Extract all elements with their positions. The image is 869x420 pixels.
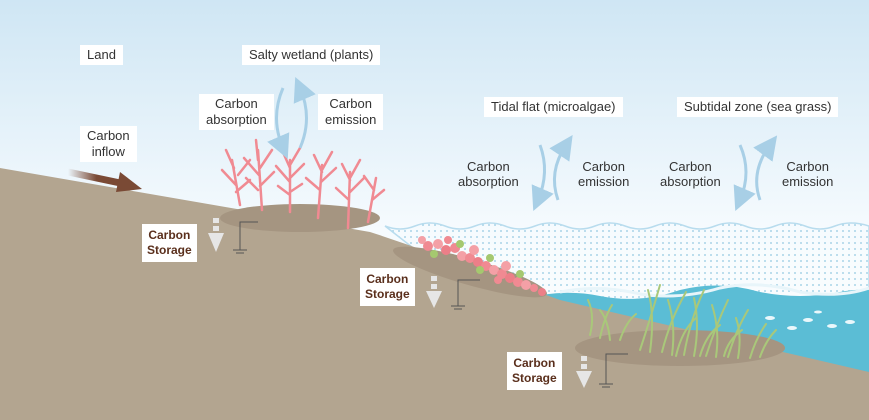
subtidal-absorption-label: Carbon absorption xyxy=(660,159,721,189)
tidal-cycle-arrows xyxy=(531,135,573,212)
wetland-emission-label: Carbon emission xyxy=(318,94,384,130)
subtidal-cycle-arrows xyxy=(733,135,778,212)
sea-grass xyxy=(587,284,777,359)
tidal-storage-label: Carbon Storage xyxy=(360,268,415,306)
subtidal-storage-label: Carbon Storage xyxy=(507,352,562,390)
storage-arrow-subtidal xyxy=(576,356,592,388)
storage-arrow-tidal xyxy=(426,276,442,308)
land-label: Land xyxy=(80,45,123,65)
microalgae-cluster xyxy=(418,236,546,296)
carbon-inflow-arrow xyxy=(67,168,142,192)
storage-probe-wetland xyxy=(233,221,258,254)
salty-wetland-label: Salty wetland (plants) xyxy=(242,45,381,65)
wetland-plants xyxy=(220,138,386,230)
fish xyxy=(765,310,855,330)
tidal-emission-label: Carbon emission xyxy=(578,159,630,189)
storage-probe-subtidal xyxy=(599,353,628,388)
tidal-shadow xyxy=(393,246,547,298)
subtidal-zone-label: Subtidal zone (sea grass) xyxy=(677,97,839,117)
wetland-cycle-arrows xyxy=(267,76,316,160)
storage-probe-tidal xyxy=(451,279,480,310)
storage-arrow-wetland xyxy=(208,218,224,252)
carbon-inflow-label: Carbon inflow xyxy=(80,126,137,162)
wetland-storage-label: Carbon Storage xyxy=(142,224,197,262)
tidal-flat-label: Tidal flat (microalgae) xyxy=(484,97,623,117)
wetland-shadow xyxy=(220,204,380,232)
wetland-absorption-label: Carbon absorption xyxy=(199,94,274,130)
subtidal-emission-label: Carbon emission xyxy=(782,159,834,189)
tidal-absorption-label: Carbon absorption xyxy=(458,159,519,189)
sea-surface xyxy=(559,283,869,298)
